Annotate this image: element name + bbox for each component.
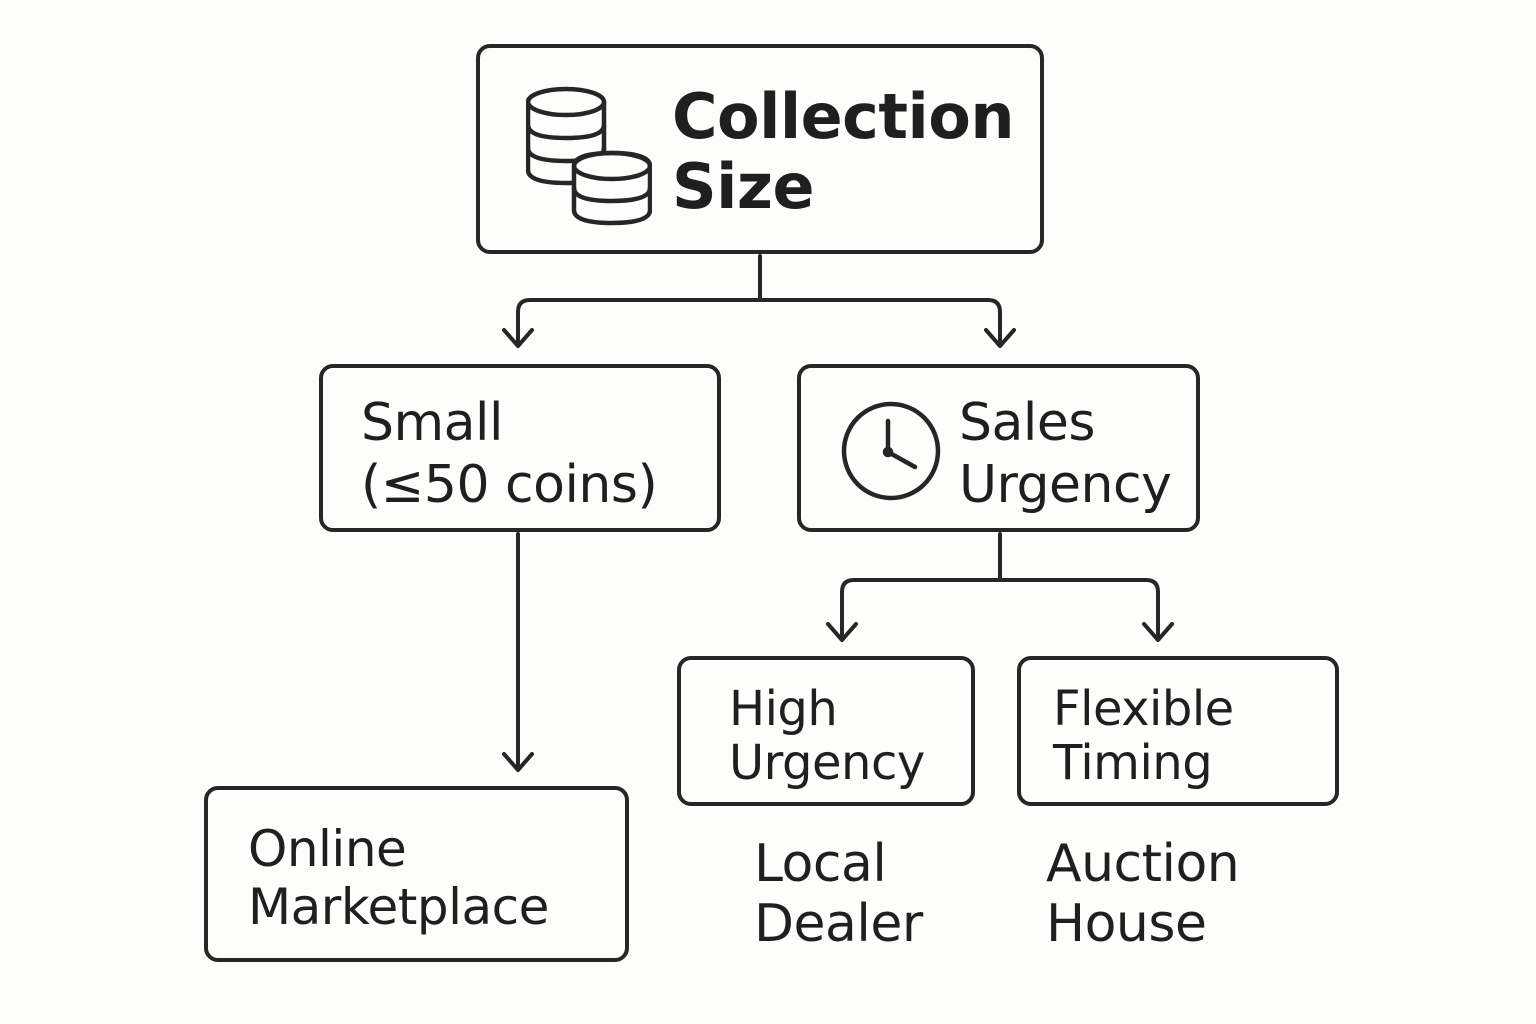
label-line-2: House	[1046, 894, 1207, 954]
label-line-1: Collection	[672, 80, 1015, 153]
label-line-1: High	[729, 681, 838, 737]
arrowhead-to-small	[502, 328, 534, 348]
label-line-1: Auction	[1046, 834, 1240, 894]
arrowhead-to-high	[826, 622, 858, 642]
outcome-local-dealer: Local Dealer	[754, 834, 923, 954]
node-flexible-timing: Flexible Timing	[1017, 656, 1339, 806]
node-collection-size-label: Collection Size	[672, 80, 1015, 223]
label-line-2: Marketplace	[248, 878, 549, 936]
node-high-urgency-label: High Urgency	[729, 682, 925, 790]
node-online-marketplace: Online Marketplace	[204, 786, 629, 962]
coins-stack-icon	[526, 86, 652, 226]
label-line-2: Timing	[1053, 735, 1213, 791]
arrowhead-to-flexible	[1142, 622, 1174, 642]
label-line-1: Sales	[959, 393, 1095, 453]
label-line-2: Urgency	[959, 455, 1172, 515]
label-line-1: Online	[248, 820, 407, 878]
arrowhead-to-online	[502, 752, 534, 772]
node-small-label: Small (≤50 coins)	[361, 392, 658, 516]
arrowhead-to-urgency	[984, 328, 1016, 348]
connector-urgency-branch	[840, 578, 1160, 638]
node-online-marketplace-label: Online Marketplace	[248, 820, 549, 936]
label-line-1: Local	[754, 834, 887, 894]
label-line-2: Size	[672, 150, 815, 223]
label-line-1: Flexible	[1053, 681, 1234, 737]
node-flexible-timing-label: Flexible Timing	[1053, 682, 1234, 790]
clock-icon	[839, 399, 943, 503]
label-line-2: (≤50 coins)	[361, 455, 658, 515]
node-sales-urgency: Sales Urgency	[797, 364, 1200, 532]
node-collection-size: Collection Size	[476, 44, 1044, 254]
node-small: Small (≤50 coins)	[319, 364, 721, 532]
outcome-auction-house: Auction House	[1046, 834, 1240, 954]
connector-root-branch	[516, 298, 1002, 344]
node-high-urgency: High Urgency	[677, 656, 975, 806]
label-line-2: Dealer	[754, 894, 923, 954]
label-line-1: Small	[361, 393, 503, 453]
node-sales-urgency-label: Sales Urgency	[959, 392, 1172, 516]
label-line-2: Urgency	[729, 735, 925, 791]
